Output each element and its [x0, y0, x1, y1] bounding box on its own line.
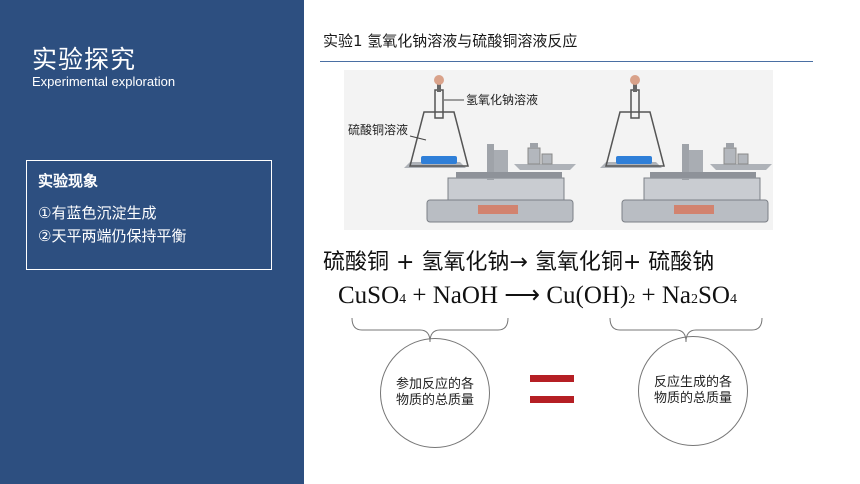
- balance-illustration-svg: 氢氧化钠溶液 硫酸铜溶液: [348, 75, 772, 223]
- formula-part: CuSO: [338, 282, 400, 309]
- formula-part: + Na: [635, 282, 692, 309]
- formula-part: SO: [698, 282, 730, 309]
- sidebar-subtitle: Experimental exploration: [32, 74, 176, 89]
- observation-item: ①有蓝色沉淀生成: [38, 204, 157, 222]
- right-balance: [600, 75, 772, 223]
- formula-subscript: 2: [628, 292, 636, 307]
- equals-bar-top: [530, 375, 574, 382]
- experiment-title: 实验1 氢氧化钠溶液与硫酸铜溶液反应: [323, 32, 578, 50]
- sidebar: 实验探究 Experimental exploration 实验现象 ①有蓝色沉…: [0, 0, 304, 484]
- formula-part: Cu(OH): [546, 282, 629, 309]
- formula-subscript: 2: [691, 292, 699, 307]
- equals-sign: [530, 375, 574, 405]
- observation-title: 实验现象: [38, 172, 99, 190]
- formula-subscript: 4: [730, 292, 737, 307]
- products-mass-label: 反应生成的各物质的总质量: [653, 374, 732, 406]
- left-balance: [404, 75, 576, 223]
- word-equation: 硫酸铜 + 氢氧化钠→ 氢氧化铜+ 硫酸钠: [323, 250, 715, 275]
- balance-illustration: 氢氧化钠溶液 硫酸铜溶液: [344, 70, 773, 230]
- chemical-equation: CuSO4 + NaOH ⟶ Cu(OH)2 + Na2SO4: [338, 280, 737, 310]
- equals-bar-bottom: [530, 396, 574, 403]
- observation-item: ②天平两端仍保持平衡: [38, 227, 187, 245]
- products-mass-circle: 反应生成的各物质的总质量: [638, 336, 748, 446]
- label-leader-cuso4: [409, 135, 427, 141]
- formula-subscript: 4: [399, 292, 407, 307]
- reactants-mass-circle: 参加反应的各物质的总质量: [380, 338, 490, 448]
- header-divider: [320, 61, 813, 62]
- formula-part: + NaOH ⟶: [406, 282, 547, 309]
- label-naoh: 氢氧化钠溶液: [466, 92, 538, 107]
- observation-box: 实验现象 ①有蓝色沉淀生成 ②天平两端仍保持平衡: [26, 160, 272, 270]
- label-cuso4: 硫酸铜溶液: [348, 122, 408, 137]
- sidebar-title: 实验探究: [32, 45, 137, 74]
- reactants-mass-label: 参加反应的各物质的总质量: [395, 376, 474, 408]
